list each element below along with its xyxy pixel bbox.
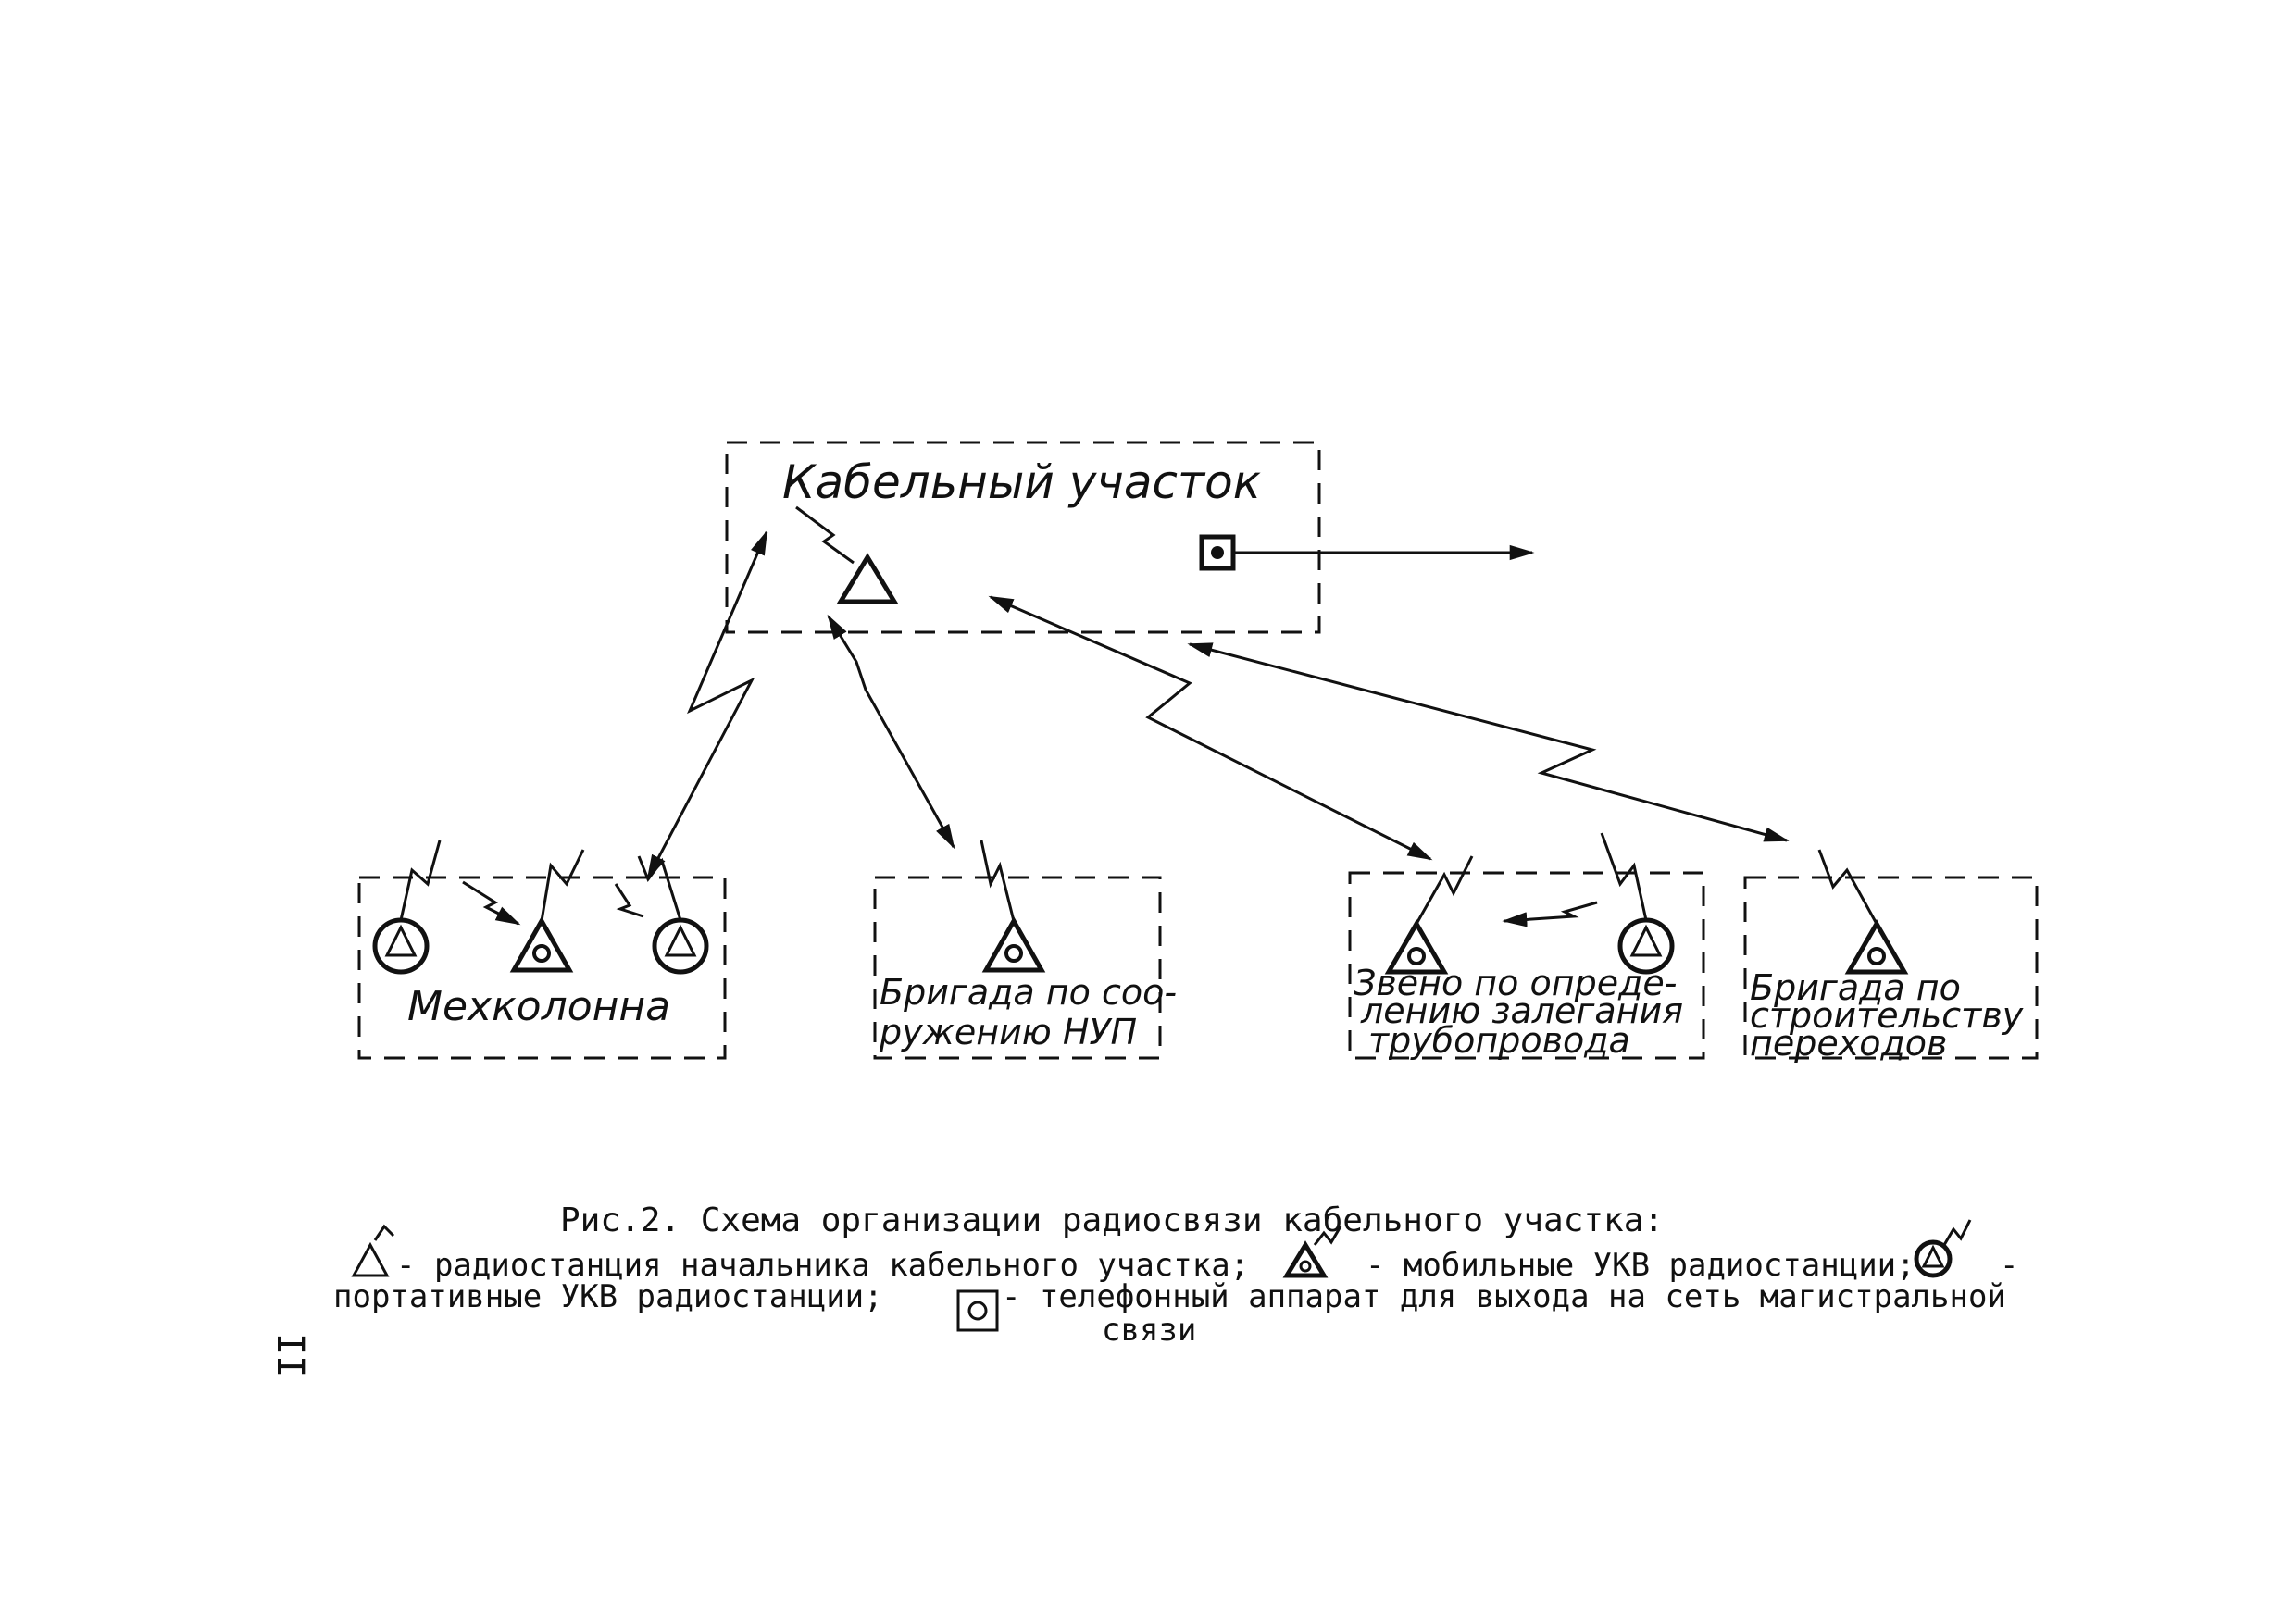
pipeline-team-box: Звено по опреде- лению залегания трубопр… <box>1348 832 1705 1061</box>
pipeline-team-label-line3: трубопровода <box>1368 1020 1630 1061</box>
link-to-pipeline-team <box>988 595 1433 861</box>
legend-telephone-text-line2: связи <box>1102 1312 1196 1349</box>
mechcolumn-label: Мехколонна <box>407 983 670 1030</box>
crossings-brigade-box: Бригада по строительству переходов <box>1743 849 2039 1064</box>
page-number: II <box>268 1333 311 1377</box>
legend-telephone-text: - телефонный аппарат для выхода на сеть … <box>1002 1278 2006 1315</box>
legend-chief-radio-text: - радиостанция начальника кабельного уча… <box>396 1247 1249 1284</box>
figure-caption: Рис.2. Схема организации радиосвязи кабе… <box>333 1201 2018 1349</box>
portable-radio-icon <box>637 855 709 975</box>
local-radio-link <box>614 883 644 918</box>
nup-brigade-label-line1: Бригада по соо- <box>880 972 1177 1013</box>
local-radio-link <box>1502 901 1598 927</box>
link-to-nup-brigade <box>827 614 955 850</box>
legend-mobile-radio-icon <box>1282 1226 1342 1278</box>
link-to-mechcolumn <box>646 529 768 880</box>
cable-section-box: Кабельный участок <box>725 441 1535 634</box>
telephone-icon <box>1199 534 1236 571</box>
legend-portable-radio-icon <box>1914 1219 1972 1278</box>
mobile-radio-icon <box>980 840 1046 973</box>
mobile-radio-icon <box>1384 855 1474 975</box>
local-radio-link <box>462 880 521 926</box>
legend-chief-radio-icon <box>351 1224 395 1277</box>
portable-radio-icon <box>372 840 442 975</box>
portable-radio-icon <box>1600 832 1675 975</box>
nup-brigade-label-line2: ружению НУП <box>879 1012 1137 1052</box>
legend-mobile-radio-text: - мобильные УКВ радиостанции; <box>1366 1247 1915 1284</box>
mobile-radio-icon <box>509 849 585 973</box>
caption-title: Рис.2. Схема организации радиосвязи кабе… <box>560 1201 1664 1239</box>
cable-section-label: Кабельный участок <box>782 455 1261 509</box>
crossings-brigade-label-line1: Бригада по <box>1750 967 1961 1008</box>
mechcolumn-box: Мехколонна <box>357 840 727 1060</box>
chief-radio-station-icon <box>795 505 899 604</box>
pipeline-team-label-line1: Звено по опреде- <box>1354 963 1677 1003</box>
nup-brigade-box: Бригада по соо- ружению НУП <box>873 840 1177 1060</box>
link-to-crossings-brigade <box>1187 642 1790 842</box>
crossings-brigade-label-line2: строительству <box>1750 995 2024 1036</box>
pipeline-team-label-line2: лению залегания <box>1360 990 1683 1031</box>
mobile-radio-icon <box>1817 849 1909 975</box>
legend-portable-radio-text: портативные УКВ радиостанции; <box>333 1278 883 1315</box>
legend-telephone-icon <box>956 1289 999 1332</box>
crossings-brigade-label-line3: переходов <box>1750 1023 1947 1064</box>
legend-portable-dash: - <box>2000 1247 2018 1284</box>
